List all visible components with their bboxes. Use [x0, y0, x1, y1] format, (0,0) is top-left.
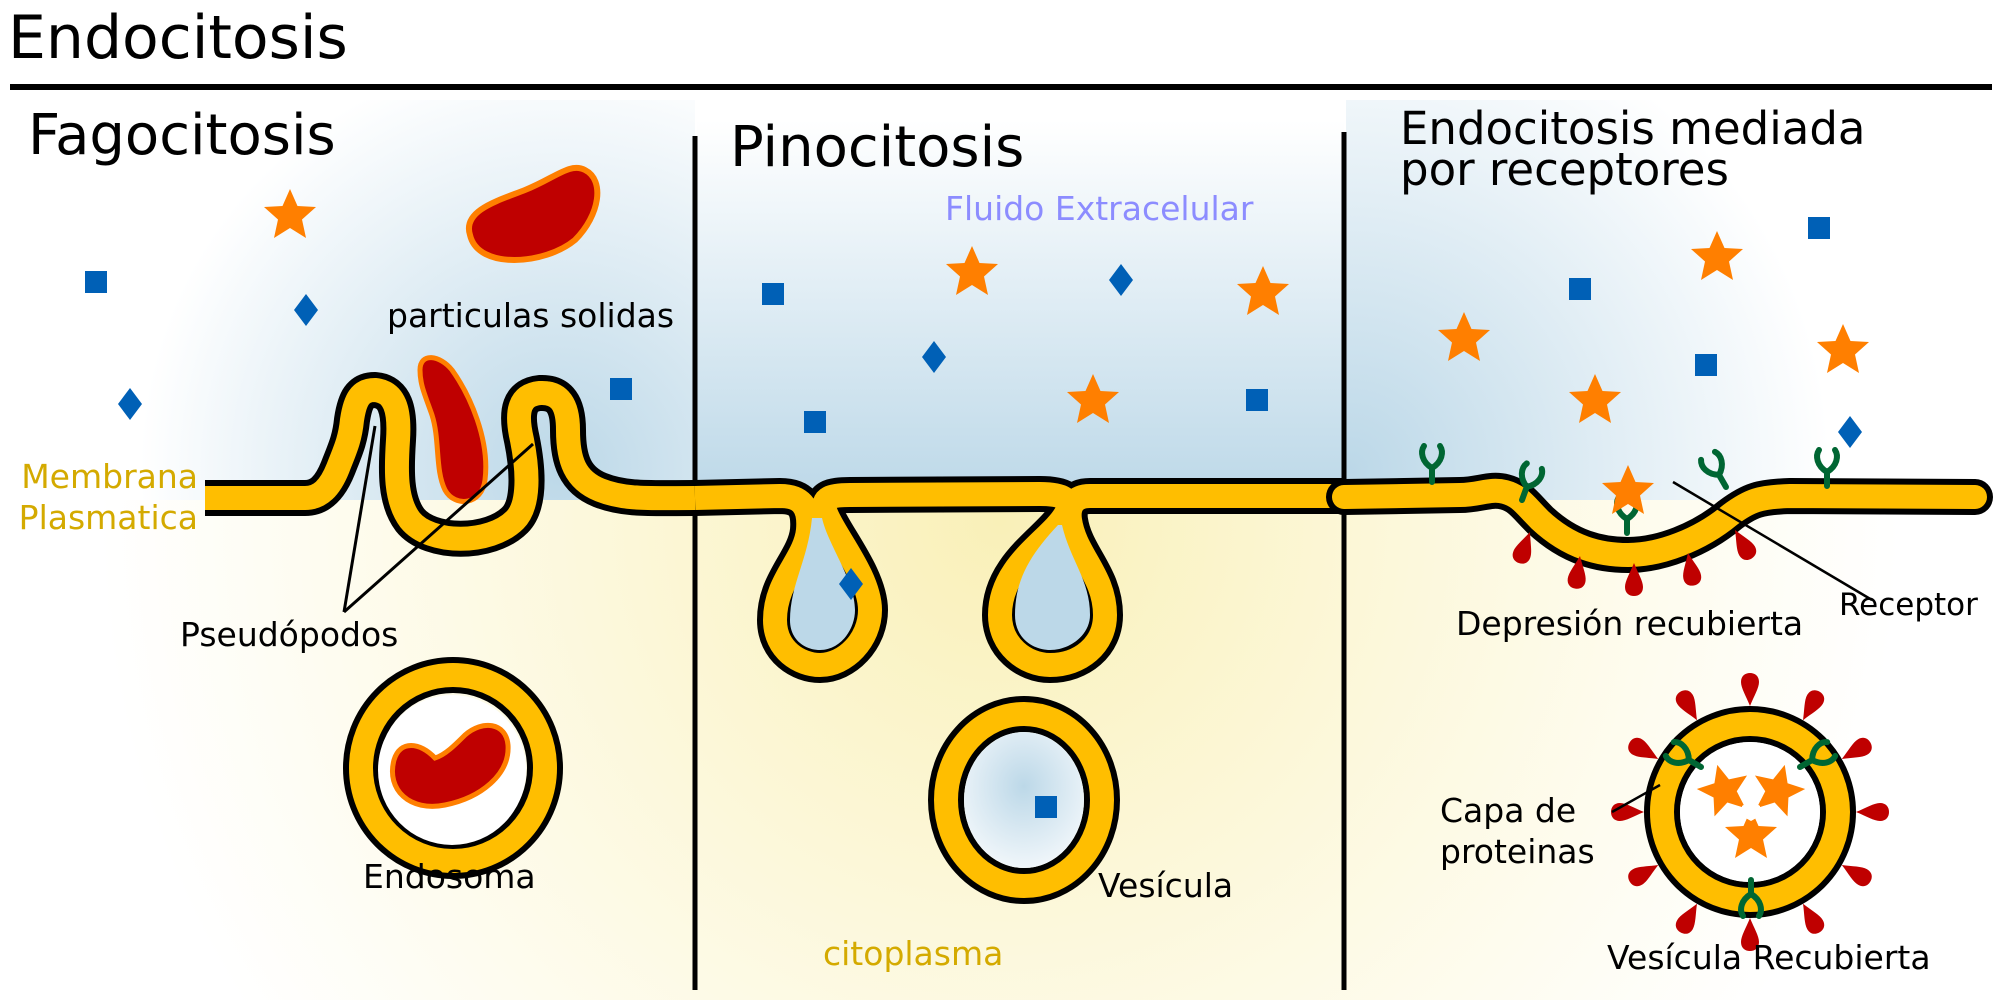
square-molecule [610, 378, 632, 400]
label-receptor: Receptor [1839, 587, 1978, 623]
coated-vesicle [1644, 706, 1856, 916]
pseudopod-pointer [342, 425, 377, 613]
square-molecule [1808, 217, 1830, 239]
label-fluido-extracelular: Fluido Extracelular [945, 189, 1254, 228]
label-particulas-solidas: particulas solidas [387, 296, 675, 335]
label-pseudopodos: Pseudópodos [180, 615, 399, 654]
protein-coat-pointer [1611, 783, 1661, 814]
section-title-fagocitosis: Fagocitosis [28, 103, 336, 168]
page-title: Endocitosis [8, 3, 348, 73]
square-molecule [1569, 278, 1591, 300]
square-molecule [85, 271, 107, 293]
phagocytosis-panel [85, 164, 696, 879]
receptor-pointer [1672, 480, 1873, 602]
label-vesicula-recubierta: Vesícula Recubierta [1607, 938, 1931, 977]
label-depresion-recubierta: Depresión recubierta [1456, 604, 1804, 643]
label-vesicula: Vesícula [1098, 866, 1234, 905]
label-capa-de-proteinas: Capa de proteinas [1440, 791, 1595, 872]
square-molecule [1246, 389, 1268, 411]
square-molecule [1695, 354, 1717, 376]
extracellular-bg-right [1346, 100, 1990, 500]
square-molecule [1035, 796, 1057, 818]
extracellular-bg-middle [697, 120, 1344, 500]
label-endosoma: Endosoma [363, 857, 536, 896]
receptor-mediated-panel [1326, 217, 1993, 951]
solid-particle [465, 164, 601, 263]
square-molecule [804, 411, 826, 433]
pseudopod-pointer [343, 442, 534, 614]
endosome-particle [390, 722, 511, 809]
label-membrana-plasmatica: Membrana Plasmatica [18, 457, 198, 538]
section-title-receptores: Endocitosis mediada por receptores [1400, 102, 1866, 197]
square-molecule [762, 283, 784, 305]
pinocytosis-panel [694, 246, 1344, 904]
section-title-pinocitosis: Pinocitosis [730, 115, 1025, 180]
label-citoplasma: citoplasma [823, 934, 1004, 973]
